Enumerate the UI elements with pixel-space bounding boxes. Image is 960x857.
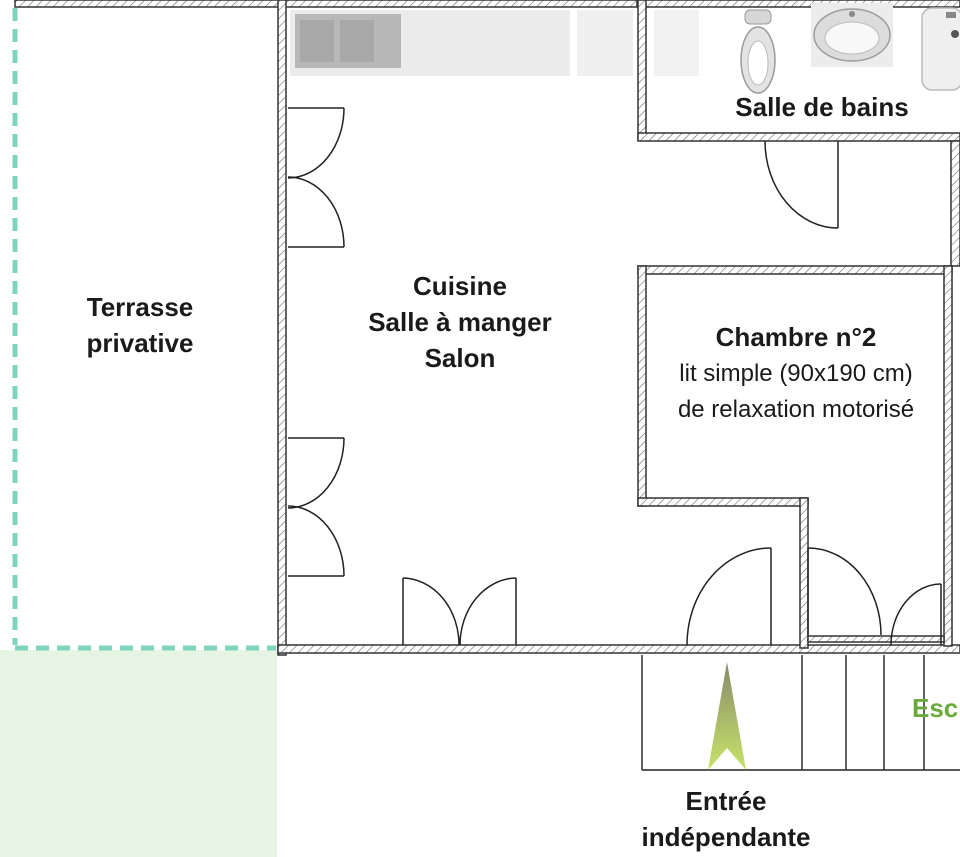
- bathtub-icon: [921, 7, 960, 91]
- washbasin-icon: [811, 3, 893, 67]
- wall-bath-west: [637, 0, 647, 141]
- door-west-bottom: [287, 437, 345, 577]
- wall-bath-south: [637, 132, 960, 142]
- bedroom2-title: Chambre n°2: [715, 322, 877, 352]
- exterior-area: [0, 650, 277, 857]
- door-south-double: [402, 577, 517, 646]
- terrace-label-line1: Terrasse: [86, 292, 194, 322]
- door-west-top: [287, 107, 345, 248]
- wall-bedroom-east: [943, 265, 953, 647]
- terrace-label-line2: privative: [86, 328, 194, 358]
- living-label-line3: Salon: [424, 343, 496, 373]
- stairs-label: Esc: [912, 693, 959, 723]
- entrance-label-line1: Entrée: [685, 786, 767, 816]
- door-entrance: [686, 547, 772, 646]
- living-label-line1: Cuisine: [413, 271, 507, 301]
- wall-west: [277, 0, 287, 656]
- stairs: [641, 655, 960, 771]
- wall-top-left: [14, 0, 638, 8]
- wall-bedroom-southwest-return: [799, 497, 809, 649]
- entrance-label-line2: indépendante: [641, 822, 811, 852]
- entrance-label: Entrée indépendante: [606, 783, 846, 855]
- bathroom-fixtures: [740, 3, 960, 94]
- living-room-label: Cuisine Salle à manger Salon: [335, 268, 585, 376]
- terrace-border: [12, 8, 276, 651]
- door-east-small: [890, 583, 942, 646]
- walls: [14, 0, 960, 656]
- wall-inner-partition: [807, 635, 945, 643]
- door-bathroom: [764, 140, 839, 229]
- door-bedroom: [807, 547, 882, 636]
- doors: [287, 107, 942, 646]
- fridge-icon: [577, 10, 633, 76]
- kitchen-counter: [290, 10, 699, 76]
- wall-south: [277, 644, 960, 654]
- toilet-icon: [740, 9, 776, 94]
- wall-bedroom-southwest: [637, 497, 809, 507]
- terrace-label: Terrasse privative: [40, 289, 240, 361]
- wall-bedroom-west: [637, 265, 647, 507]
- wall-bedroom-north: [637, 265, 953, 275]
- entrance-arrow-icon: [708, 662, 746, 770]
- bedroom2-label: Chambre n°2 lit simple (90x190 cm) de re…: [648, 318, 944, 428]
- living-label-line2: Salle à manger: [368, 307, 552, 337]
- bedroom2-bed-size: lit simple (90x190 cm): [679, 360, 913, 387]
- bedroom2-bed-type: de relaxation motorisé: [677, 396, 915, 423]
- wall-top-right: [644, 0, 960, 8]
- wall-bath-east-stub: [950, 140, 960, 267]
- bathroom-label: Salle de bains: [735, 92, 909, 122]
